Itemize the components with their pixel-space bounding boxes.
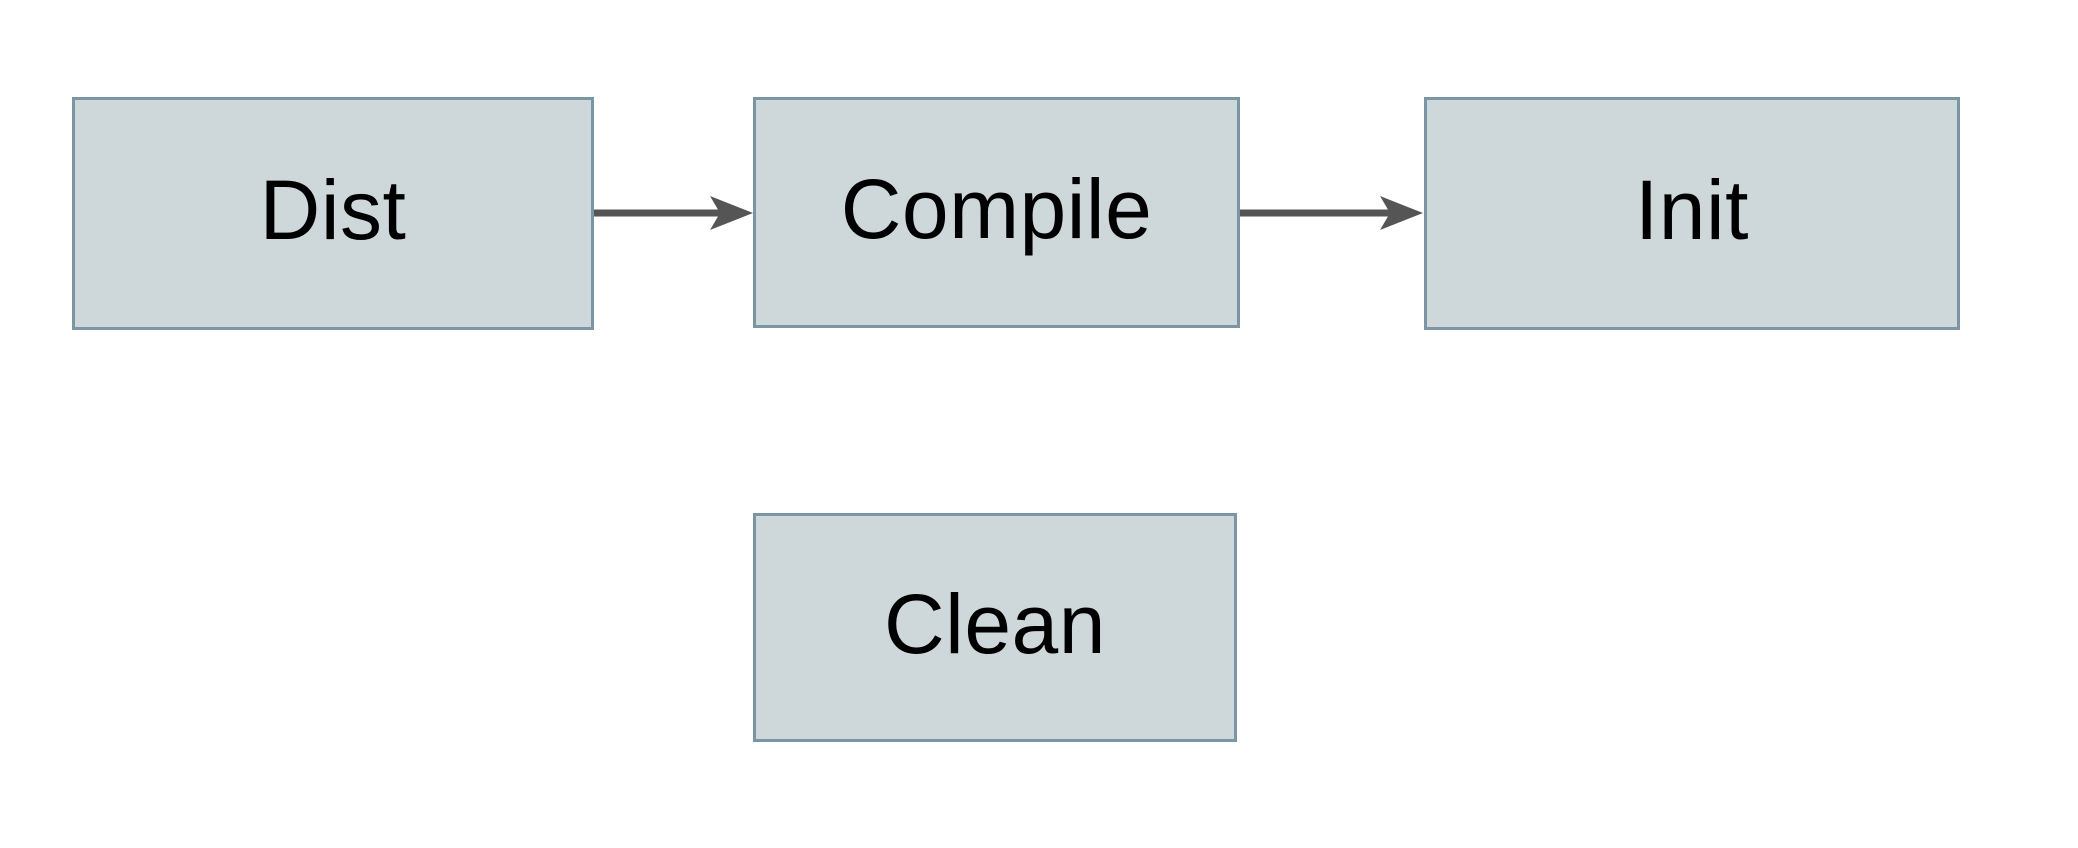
edge-compile-to-init-arrowhead — [1380, 196, 1423, 230]
edge-dist-to-compile — [594, 196, 753, 230]
node-dist[interactable]: Dist — [72, 97, 594, 330]
edge-dist-to-compile-arrowhead — [710, 196, 753, 230]
node-init[interactable]: Init — [1424, 97, 1960, 330]
node-dist-label: Dist — [259, 162, 407, 257]
node-clean-label: Clean — [884, 576, 1106, 671]
node-compile-label: Compile — [840, 161, 1153, 256]
edge-compile-to-init — [1240, 196, 1423, 230]
node-clean[interactable]: Clean — [753, 513, 1237, 742]
node-compile[interactable]: Compile — [753, 97, 1240, 328]
node-init-label: Init — [1634, 162, 1750, 257]
